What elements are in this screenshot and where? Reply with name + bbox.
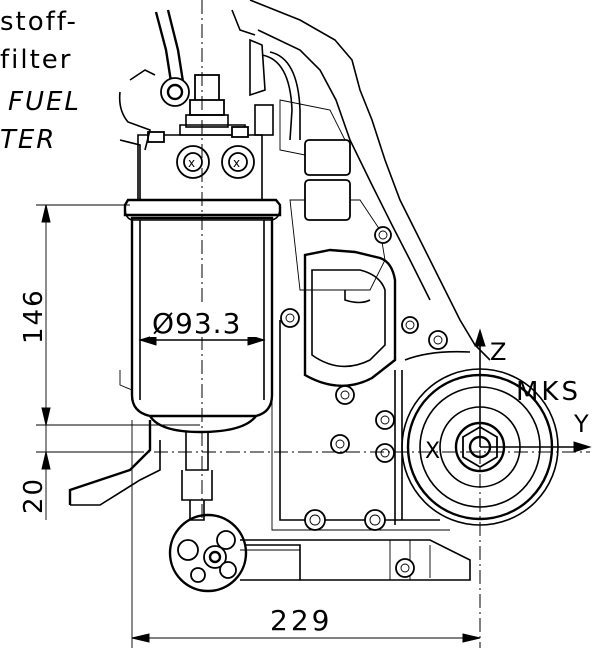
axis-z-label: Z [490,338,506,366]
label-fuel-filter-de-1: stoff- [0,7,78,37]
svg-text:x: x [188,156,195,170]
dim-diameter-text: Ø93.3 [152,307,241,340]
fuel-pipes [118,9,301,200]
svg-text:x: x [233,156,240,170]
pump-housing [254,104,397,388]
mks-label: MKS [516,377,581,407]
dimension-229: 229 [131,420,481,648]
dimension-146: 146 [19,204,200,426]
dim-229-text: 229 [270,604,332,637]
label-fuel-filter-en-1: FUEL [8,87,81,117]
dim-20-text: 20 [19,477,49,514]
label-fuel-filter-de-2: filter [0,45,72,75]
mks-coordinate-system: Z MKS Y X [425,328,592,464]
fuel-filter: x x [68,124,282,521]
label-fuel-filter-en-2: TER [0,125,56,155]
lower-pump [168,513,301,593]
dimension-diameter: Ø93.3 [138,305,266,346]
housing-bolts [280,226,448,578]
dim-146-text: 146 [19,288,49,344]
dimension-20: 20 [19,425,130,520]
axis-x-label: X [425,439,440,464]
axis-y-label: Y [573,410,589,438]
engine-housing [240,0,491,581]
